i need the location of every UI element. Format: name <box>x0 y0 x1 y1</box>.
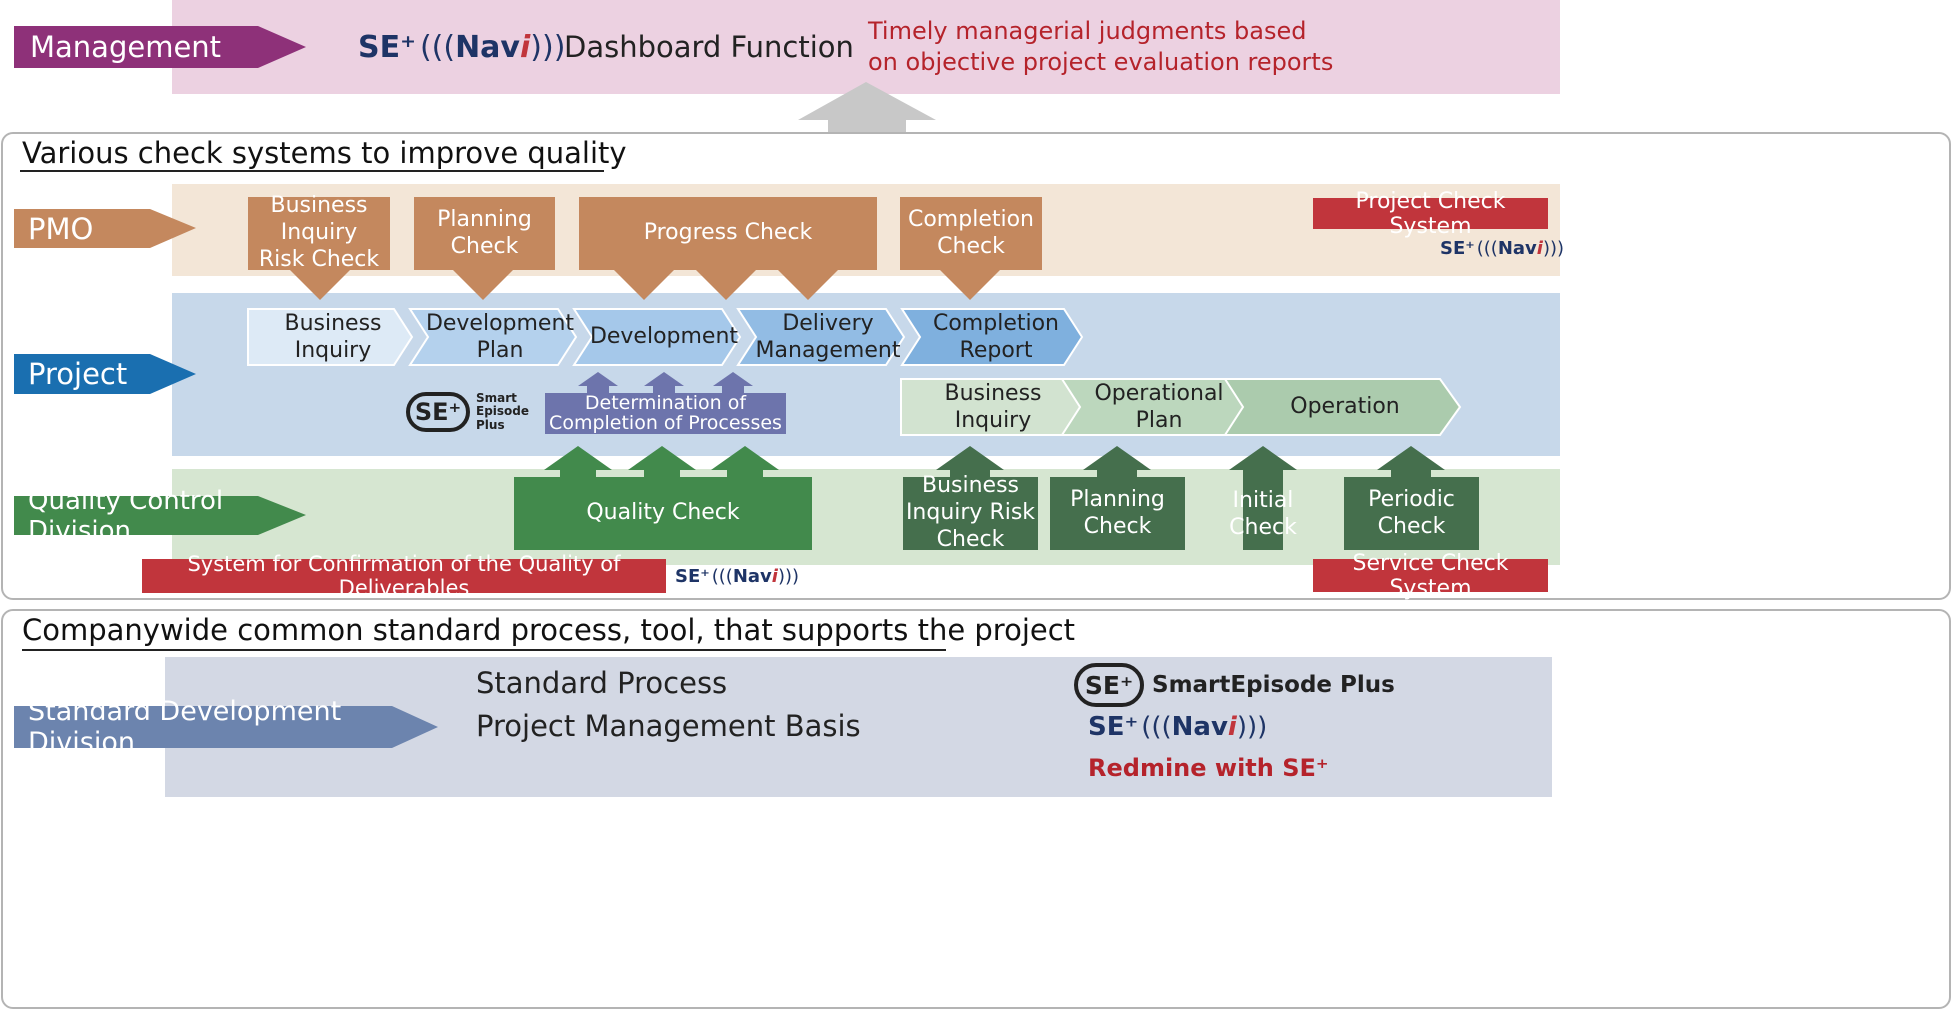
quality-up-arrow-2 <box>628 446 696 480</box>
pmo-chevron <box>14 209 196 248</box>
phase-completion-report: Completion Report <box>932 310 1059 364</box>
pmo-check-business-inquiry-risk: Business Inquiry Risk Check <box>248 193 390 272</box>
project-chevron <box>14 354 196 394</box>
standard-chevron <box>14 706 438 748</box>
qc-check-box-1 <box>903 477 1038 550</box>
phase-chevron-4 <box>736 308 906 366</box>
phase-development: Development <box>589 324 739 350</box>
standard-label: Standard Development Division <box>28 696 342 758</box>
se-plus-badge-icon-large: SE⁺ <box>1074 663 1144 707</box>
ops-phase-operation: Operation <box>1290 394 1400 420</box>
smartepisode-plus-text: SmartEpisode Plus <box>1152 672 1395 698</box>
determination-arrow-1 <box>578 372 618 394</box>
ops-up-arrow-1 <box>936 446 1004 480</box>
pm-basis-text: Project Management Basis <box>476 709 861 743</box>
dashboard-function-text: Dashboard Function <box>564 30 854 64</box>
quality-check-label: Quality Check <box>586 500 740 526</box>
smart-episode-plus-logo: SE⁺ Smart Episode Plus <box>406 392 529 432</box>
pmo-down-arrow-3 <box>614 270 674 300</box>
standard-section-title: Companywide common standard process, too… <box>22 613 1076 647</box>
qc-check-business-inquiry-risk: Business Inquiry Risk Check <box>905 473 1036 552</box>
phase-chevron-5 <box>900 308 1084 366</box>
quality-up-arrow-3 <box>711 446 779 480</box>
determination-label: Determination of Completion of Processes <box>549 391 782 434</box>
pmo-down-arrow-1 <box>290 270 350 300</box>
qc-check-box-4 <box>1344 477 1479 550</box>
pmo-down-arrow-6 <box>940 270 1000 300</box>
ops-phase-business-inquiry: Business Inquiry <box>944 380 1042 434</box>
phase-chevron-3 <box>572 308 742 366</box>
standard-process-text: Standard Process <box>476 666 728 700</box>
phase-chevron-2 <box>408 308 578 366</box>
standard-title-underline <box>22 649 946 651</box>
se-plus-badge-icon: SE⁺ <box>406 392 470 432</box>
determination-arrow-3 <box>713 372 753 394</box>
management-message: Timely managerial judgments based on obj… <box>868 16 1333 78</box>
pmo-down-arrow-4 <box>696 270 756 300</box>
determination-arrow-2 <box>644 372 684 394</box>
ops-chevron-3 <box>1223 378 1462 436</box>
pmo-check-planning: Planning Check <box>414 197 555 270</box>
quality-section-title: Various check systems to improve quality <box>22 136 627 170</box>
management-chevron <box>14 26 306 68</box>
pmo-down-arrow-2 <box>453 270 513 300</box>
quality-check-box <box>514 477 812 550</box>
management-message-line2: on objective project evaluation reports <box>868 48 1334 77</box>
qc-band <box>172 469 1560 565</box>
escalation-arrow <box>798 82 936 132</box>
determination-box <box>545 393 786 434</box>
qc-chevron <box>14 496 306 535</box>
smartepisode-plus-tool: SE⁺ SmartEpisode Plus <box>1074 663 1395 707</box>
qc-check-box-2 <box>1050 477 1185 550</box>
phase-chevron-1 <box>247 308 414 366</box>
quality-title-underline <box>20 170 604 172</box>
phase-business-inquiry: Business Inquiry <box>284 310 382 364</box>
deliverables-quality-tag: System for Confirmation of the Quality o… <box>142 552 666 600</box>
ops-up-arrow-2 <box>1083 446 1151 480</box>
project-check-system-tag: Project Check System <box>1313 189 1548 239</box>
pmo-down-arrow-5 <box>778 270 838 300</box>
management-band <box>172 0 1560 94</box>
ops-up-arrow-4 <box>1377 446 1445 480</box>
quality-up-arrow-1 <box>544 446 612 480</box>
ops-phase-operational-plan: Operational Plan <box>1094 380 1224 434</box>
pmo-label: PMO <box>28 211 94 246</box>
service-check-system-tag: Service Check System <box>1313 551 1548 601</box>
redmine-text: Redmine with SE⁺ <box>1088 754 1329 782</box>
qc-check-initial: Initial Check <box>1229 488 1297 540</box>
pmo-check-progress: Progress Check <box>579 197 877 270</box>
pmo-check-completion: Completion Check <box>900 197 1042 270</box>
ops-up-arrow-3 <box>1229 446 1297 550</box>
qc-label: Quality Control Division <box>28 485 224 546</box>
quality-section-frame <box>1 132 1951 600</box>
standard-section-frame <box>1 609 1951 1009</box>
phase-development-plan: Development Plan <box>425 310 575 364</box>
management-message-line1: Timely managerial judgments based <box>868 17 1307 45</box>
qc-check-planning: Planning Check <box>1070 486 1165 539</box>
phase-delivery-management: Delivery Management <box>755 310 901 364</box>
qc-check-periodic: Periodic Check <box>1368 486 1455 539</box>
project-label: Project <box>28 357 128 391</box>
management-label: Management <box>30 30 222 64</box>
